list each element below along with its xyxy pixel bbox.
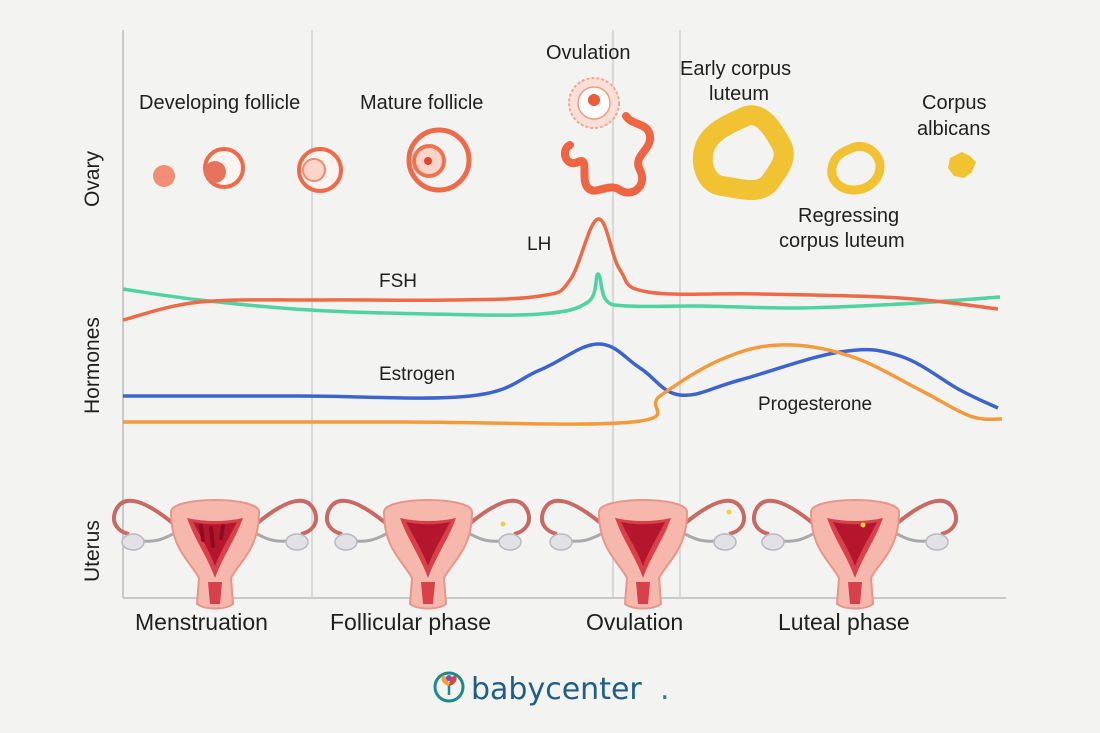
label-regressing-corpus-luteum-2: corpus luteum bbox=[779, 230, 905, 252]
row-label-hormones: Hormones bbox=[81, 317, 104, 414]
uterus-ovulation-icon bbox=[539, 498, 747, 611]
label-fsh: FSH bbox=[379, 271, 417, 292]
row-label-uterus: Uterus bbox=[81, 520, 104, 582]
follicle-small-icon bbox=[153, 165, 175, 187]
early-corpus-luteum-icon bbox=[692, 105, 794, 200]
babycenter-logo: babycenter . bbox=[433, 671, 670, 707]
follicle-mature-icon bbox=[406, 127, 472, 193]
lh-curve bbox=[122, 217, 999, 322]
ruptured-follicle-icon bbox=[560, 112, 655, 197]
label-ovulation-stage: Ovulation bbox=[546, 42, 631, 64]
uterus-luteal-icon bbox=[751, 498, 959, 611]
corpus-albicans-icon bbox=[948, 152, 976, 178]
follicle-developing-icon bbox=[203, 147, 245, 189]
progesterone-curve bbox=[122, 343, 1003, 426]
brand-name: babycenter bbox=[471, 672, 642, 707]
label-mature-follicle: Mature follicle bbox=[360, 92, 483, 114]
phase-follicular: Follicular phase bbox=[330, 609, 491, 635]
phase-menstruation: Menstruation bbox=[135, 609, 268, 635]
label-progesterone: Progesterone bbox=[758, 394, 872, 415]
follicle-growing-icon bbox=[297, 147, 343, 193]
label-early-corpus-luteum-1: Early corpus bbox=[680, 58, 791, 80]
phase-luteal: Luteal phase bbox=[778, 609, 910, 635]
estrogen-curve bbox=[122, 342, 999, 410]
phase-ovulation: Ovulation bbox=[586, 609, 683, 635]
label-estrogen: Estrogen bbox=[379, 364, 455, 385]
uterus-follicular-icon bbox=[324, 498, 532, 611]
brand-trademark-dot: . bbox=[660, 672, 670, 707]
uterus-menstruation-icon bbox=[111, 498, 319, 611]
row-label-ovary: Ovary bbox=[81, 150, 104, 207]
label-lh: LH bbox=[527, 234, 551, 255]
fsh-curve bbox=[122, 272, 1001, 317]
label-corpus-albicans-1: Corpus bbox=[922, 92, 986, 114]
babycenter-logo-icon bbox=[433, 671, 465, 703]
label-developing-follicle: Developing follicle bbox=[139, 92, 300, 114]
ovulation-egg-icon bbox=[568, 77, 620, 129]
label-early-corpus-luteum-2: luteum bbox=[709, 83, 769, 105]
label-corpus-albicans-2: albicans bbox=[917, 118, 990, 140]
label-regressing-corpus-luteum-1: Regressing bbox=[798, 205, 899, 227]
regressing-corpus-luteum-icon bbox=[827, 142, 885, 195]
